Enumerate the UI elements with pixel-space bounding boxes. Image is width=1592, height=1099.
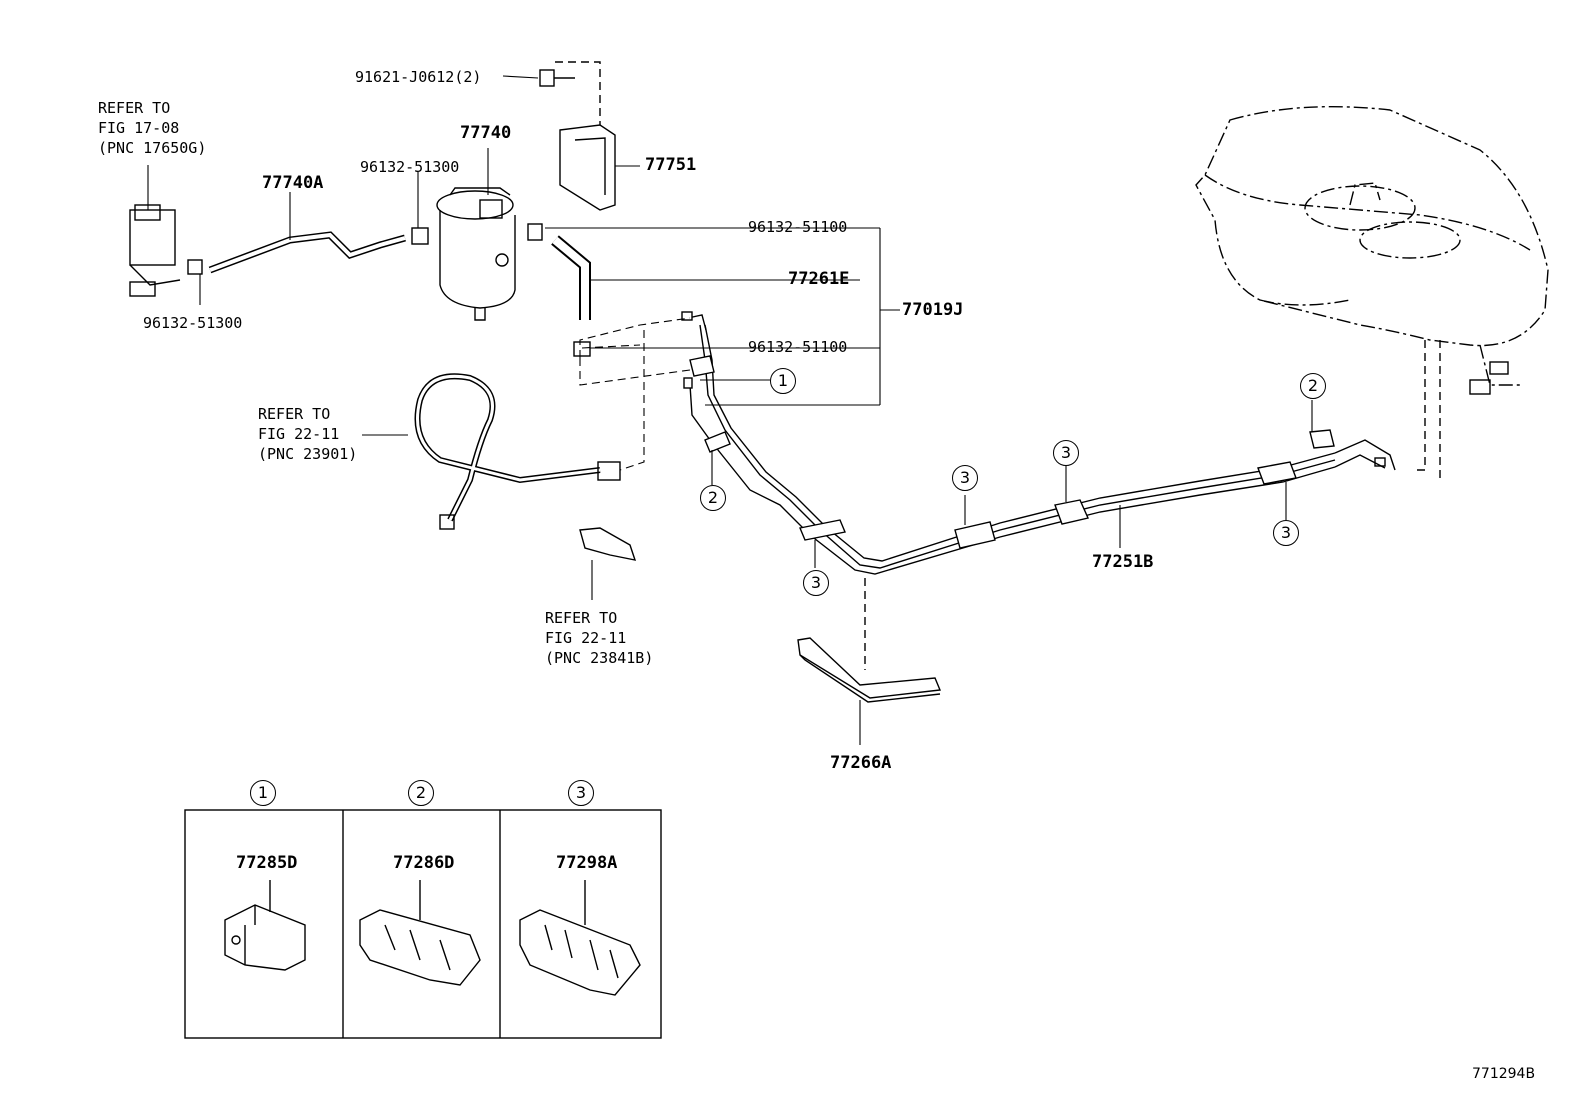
fuel-hose-loop: [414, 373, 621, 530]
ref-fig-17-08: REFER TO FIG 17-08 (PNC 17650G): [98, 99, 207, 157]
label-77751: 77751: [645, 155, 697, 175]
legend-part-77286d: 77286D: [393, 853, 455, 873]
callout-1: 1: [770, 368, 796, 394]
label-bolt-91621-j0612: 91621-J0612(2): [355, 68, 482, 86]
label-96132-51100-bottom: 96132-51100: [748, 338, 848, 356]
legend-num-2: 2: [408, 780, 434, 806]
ref-fig-22-11-pnc-23901: REFER TO FIG 22-11 (PNC 23901): [258, 405, 358, 463]
label-77740: 77740: [460, 123, 512, 143]
callout-2: 2: [700, 485, 726, 511]
legend-clip-77285d: [224, 880, 306, 971]
tank-leader: [1415, 340, 1426, 471]
callout-3: 3: [952, 465, 978, 491]
clip: [411, 227, 429, 245]
hose-77740a: [208, 231, 406, 274]
fuel-tank: [1195, 105, 1549, 386]
label-77019j: 77019J: [902, 300, 964, 320]
callout-3: 3: [1053, 440, 1079, 466]
clip: [573, 341, 591, 357]
label-77251b: 77251B: [1092, 552, 1154, 572]
label-96132-51100-top: 96132-51100: [748, 218, 848, 236]
hose-bracket-clip: [579, 527, 637, 561]
legend-box: [184, 809, 662, 1039]
figure-code: 771294B: [1472, 1066, 1536, 1082]
tube-clamps: [689, 355, 1335, 549]
label-77740a: 77740A: [262, 173, 324, 193]
canister-77740: [436, 187, 516, 321]
legend-part-77298a: 77298A: [556, 853, 618, 873]
clip: [187, 259, 203, 275]
callout-3: 3: [803, 570, 829, 596]
vsv-valve: [129, 204, 181, 297]
label-77261e: 77261E: [788, 269, 850, 289]
clip: [527, 223, 543, 241]
label-96132-51300-top: 96132-51300: [360, 158, 460, 176]
bracket-77266a: [797, 637, 942, 703]
callout-3: 3: [1273, 520, 1299, 546]
legend-num-3: 3: [568, 780, 594, 806]
legend-clip-77298a: [519, 880, 641, 996]
legend-part-77285d: 77285D: [236, 853, 298, 873]
tank-fitting: [1469, 361, 1509, 395]
bolt: [539, 69, 575, 87]
callout-2: 2: [1300, 373, 1326, 399]
ref-fig-22-11-pnc-23841b: REFER TO FIG 22-11 (PNC 23841B): [545, 609, 654, 667]
legend-clip-77286d: [359, 880, 481, 986]
legend-num-1: 1: [250, 780, 276, 806]
bracket-77751: [559, 124, 616, 211]
label-96132-51300-bottom: 96132-51300: [143, 314, 243, 332]
label-77266a: 77266A: [830, 753, 892, 773]
